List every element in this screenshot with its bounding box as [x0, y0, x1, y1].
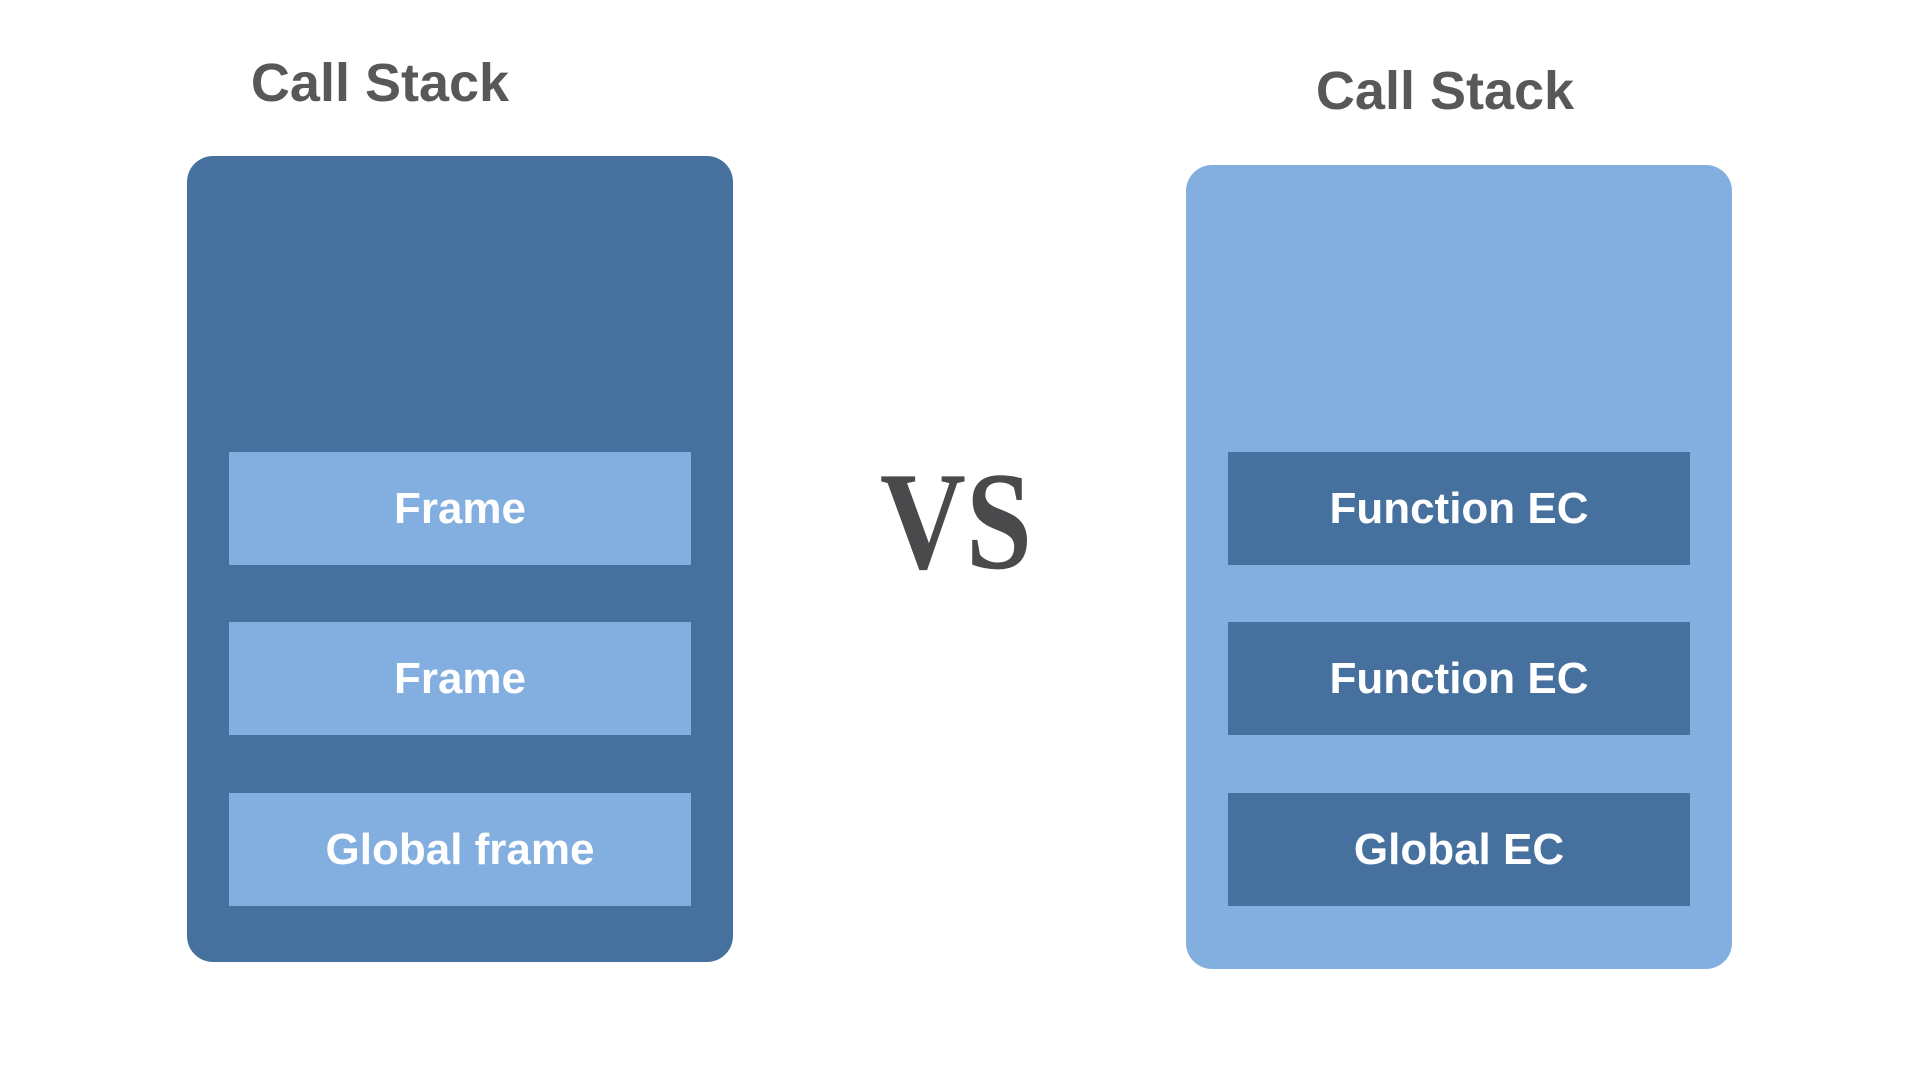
global-ec-bar: Global EC [1228, 793, 1690, 906]
global-frame-bar: Global frame [229, 793, 691, 906]
call-stack-container-right: Function EC Function EC Global EC [1186, 165, 1732, 969]
vs-label: VS [879, 444, 1033, 599]
call-stack-container-left: Frame Frame Global frame [187, 156, 733, 962]
left-call-stack-title: Call Stack [250, 53, 510, 113]
right-call-stack-title: Call Stack [1315, 61, 1575, 121]
function-ec-bar-1: Function EC [1228, 452, 1690, 565]
function-ec-bar-2: Function EC [1228, 622, 1690, 735]
frame-bar-2: Frame [229, 622, 691, 735]
frame-bar-1: Frame [229, 452, 691, 565]
